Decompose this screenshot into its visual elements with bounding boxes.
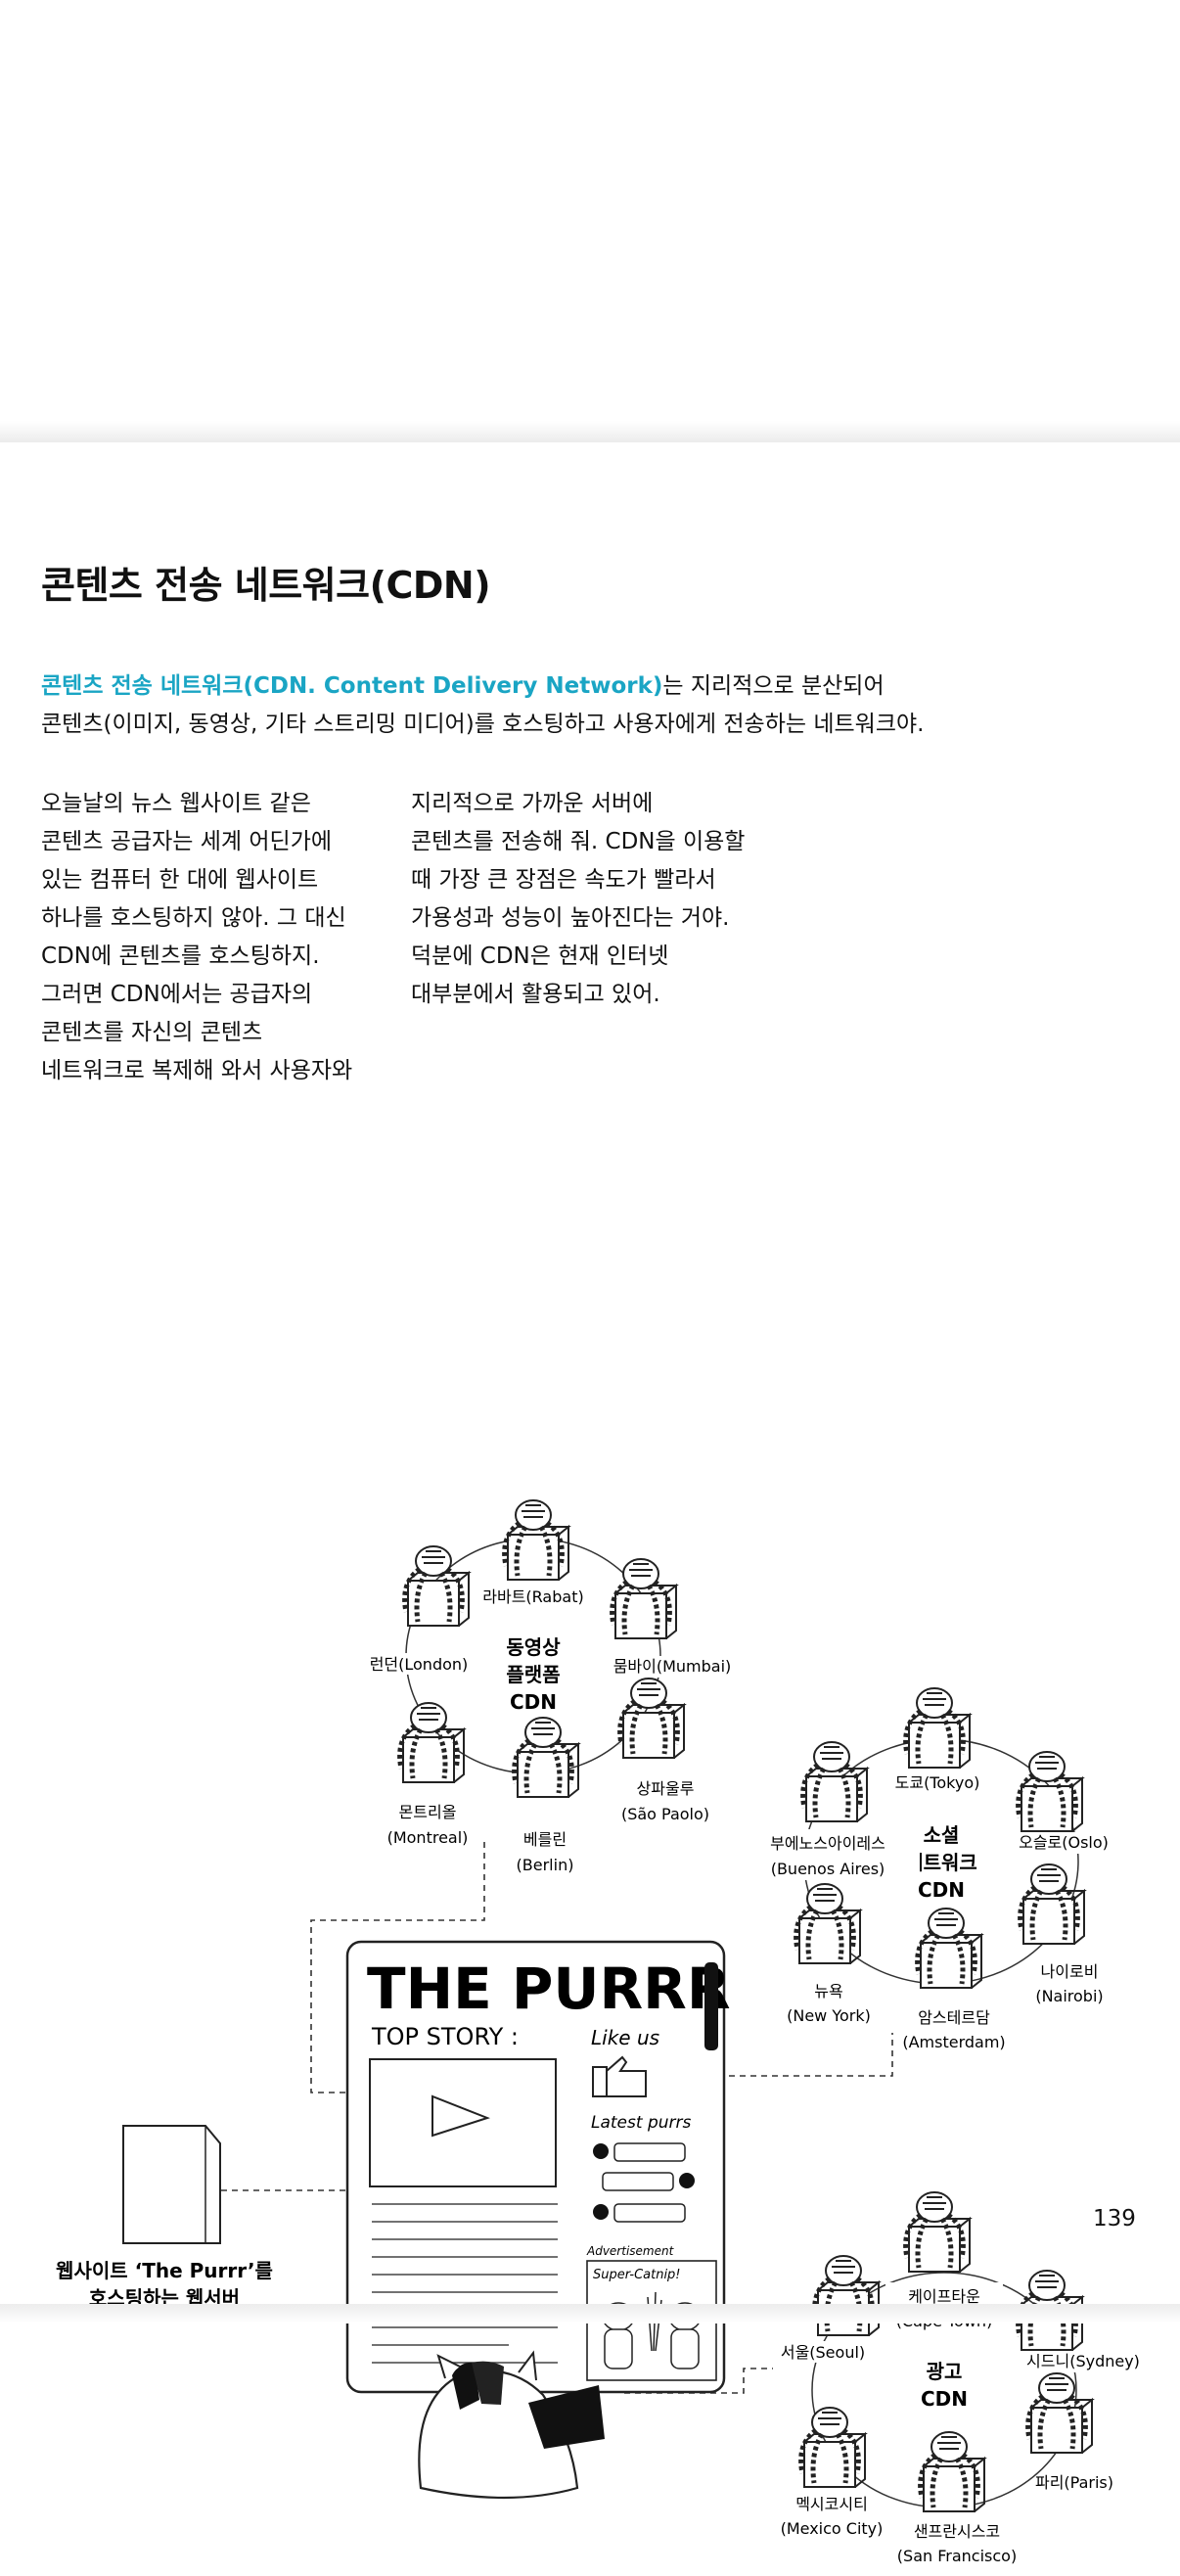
city-label-capetown: 케이프타운 (908, 2287, 980, 2306)
page-top-edge (0, 421, 1180, 442)
ad-cdn-title: CDN (921, 2387, 968, 2411)
advertisement-label: Advertisement (586, 2244, 675, 2258)
body-line: CDN에 콘텐츠를 호스팅하지. (41, 943, 320, 969)
city-label-tokyo: 도쿄(Tokyo) (895, 1773, 980, 1792)
ad-cdn-title: 광고 (927, 2360, 963, 2383)
ad-banner-text: Super-Catnip! (593, 2268, 681, 2282)
city-label-mexicocity: 멕시코시티 (795, 2495, 868, 2513)
city-label-buenosaires-en: (Buenos Aires) (771, 1860, 885, 1878)
cdn-illustration: 동영상 플랫폼 CDN 라바트(Rabat) 런던(London) 뭄바이(Mu… (56, 1049, 1147, 2565)
page-bottom-edge (0, 2304, 1180, 2323)
cdn-server-berlin (515, 1718, 578, 1797)
city-label-berlin: 베를린 (523, 1830, 567, 1849)
cdn-server-newyork (796, 1884, 860, 1963)
cdn-server-london (405, 1546, 469, 1626)
intro-line-1: 콘텐츠 전송 네트워크(CDN. Content Delivery Networ… (41, 667, 1117, 706)
cdn-term: 콘텐츠 전송 네트워크(CDN. Content Delivery Networ… (41, 673, 663, 699)
city-label-berlin-en: (Berlin) (517, 1856, 574, 1874)
webserver-label: 웹사이트 ‘The Purrr’를 (56, 2259, 273, 2282)
body-line: 오늘날의 뉴스 웹사이트 같은 (41, 791, 311, 816)
body-line: 때 가장 큰 장점은 속도가 빨라서 (411, 867, 716, 893)
city-label-montreal-en: (Montreal) (387, 1828, 469, 1847)
cdn-server-nairobi (1021, 1864, 1084, 1944)
video-cdn-title: 동영상 (506, 1635, 561, 1659)
body-line: 콘텐츠 공급자는 세계 어딘가에 (41, 829, 333, 854)
city-label-saopaolo-en: (São Paolo) (621, 1805, 709, 1823)
social-cdn-title: 소셜 (924, 1823, 960, 1847)
cdn-server-montreal (400, 1703, 464, 1782)
latest-purrs-list (593, 2142, 695, 2223)
connector-social-cdn (675, 2033, 893, 2077)
cdn-server-buenosaires (803, 1742, 867, 1821)
cdn-server-amsterdam (918, 1909, 981, 1988)
city-label-mumbai: 뭄바이(Mumbai) (613, 1657, 732, 1676)
city-label-london: 런던(London) (370, 1655, 469, 1674)
city-label-sydney: 시드니(Sydney) (1026, 2352, 1140, 2370)
body-line: 그러면 CDN에서는 공급자의 (41, 982, 313, 1007)
like-us-label: Like us (591, 2026, 659, 2049)
laptop-icon (528, 2385, 605, 2449)
page-title: 콘텐츠 전송 네트워크(CDN) (41, 564, 491, 607)
intro-paragraph: 콘텐츠 전송 네트워크(CDN. Content Delivery Networ… (41, 667, 1117, 744)
city-label-mexicocity-en: (Mexico City) (781, 2519, 884, 2538)
video-cdn-cluster: 동영상 플랫폼 CDN 라바트(Rabat) 런던(London) 뭄바이(Mu… (366, 1500, 733, 1874)
body-line: 덕분에 CDN은 현재 인터넷 (411, 943, 669, 969)
body-line: 대부분에서 활용되고 있어. (411, 982, 660, 1007)
web-server: 웹사이트 ‘The Purrr’를 호스팅하는 웹서버 (56, 2125, 273, 2310)
body-line: 콘텐츠를 전송해 줘. CDN을 이용할 (411, 829, 746, 854)
cdn-server-sanfrancisco (921, 2432, 984, 2511)
cdn-server-tokyo (906, 1688, 970, 1768)
ad-cdn-cluster: 광고 CDN 케이프타운 (Cape Town) 서울(Seoul) 시드니(S… (769, 2192, 1147, 2565)
cat-user-with-laptop (418, 2350, 605, 2500)
city-label-paris: 파리(Paris) (1035, 2473, 1113, 2492)
body-line: 지리적으로 가까운 서버에 (411, 791, 654, 816)
top-story-label: TOP STORY : (371, 2023, 519, 2050)
cdn-server-paris (1028, 2373, 1092, 2453)
cdn-server-rabat (505, 1500, 568, 1580)
cdn-server-mexicocity (801, 2408, 865, 2487)
video-cdn-title: 플랫폼 (506, 1663, 560, 1686)
city-label-rabat: 라바트(Rabat) (482, 1587, 583, 1606)
city-label-nairobi-en: (Nairobi) (1035, 1987, 1103, 2005)
cdn-server-oslo (1019, 1752, 1082, 1831)
body-line: 콘텐츠를 자신의 콘텐츠 (41, 1020, 263, 1045)
book-page: 콘텐츠 전송 네트워크(CDN) 콘텐츠 전송 네트워크(CDN. Conten… (0, 442, 1180, 2565)
body-column-left: 오늘날의 뉴스 웹사이트 같은 콘텐츠 공급자는 세계 어딘가에 있는 컴퓨터 … (41, 785, 352, 1090)
cdn-server-capetown (906, 2192, 970, 2272)
city-label-nairobi: 나이로비 (1041, 1962, 1099, 1981)
intro-line-1-rest: 는 지리적으로 분산되어 (662, 673, 885, 699)
city-label-montreal: 몬트리올 (399, 1803, 457, 1821)
body-line: 네트워크로 복제해 와서 사용자와 (41, 1058, 353, 1083)
social-cdn-title: CDN (918, 1878, 965, 1902)
page-number: 139 (1093, 2206, 1136, 2231)
city-label-seoul: 서울(Seoul) (781, 2343, 865, 2362)
play-icon (431, 2094, 490, 2138)
city-label-newyork: 뉴욕 (814, 1982, 842, 2001)
city-label-sanfrancisco-en: (San Francisco) (897, 2547, 1017, 2565)
city-label-buenosaires: 부에노스아이레스 (770, 1834, 885, 1853)
body-line: 가용성과 성능이 높아진다는 거야. (411, 905, 730, 931)
city-label-sanfrancisco: 샌프란시스코 (914, 2522, 1000, 2541)
city-label-saopaolo: 상파울루 (637, 1779, 695, 1798)
body-line: 있는 컴퓨터 한 대에 웹사이트 (41, 867, 319, 893)
latest-purrs-label: Latest purrs (591, 2113, 691, 2133)
cdn-server-saopaolo (620, 1679, 684, 1758)
social-cdn-cluster: 소셜 네트워크 CDN 도쿄(Tokyo) 오슬로(Oslo) 부에노스아이레스… (736, 1688, 1116, 2051)
body-line: 하나를 호스팅하지 않아. 그 대신 (41, 905, 346, 931)
thumbs-up-icon (592, 2055, 647, 2097)
city-label-amsterdam: 암스테르담 (918, 2008, 990, 2027)
connector-video-cdn (310, 1842, 485, 2093)
intro-line-2: 콘텐츠(이미지, 동영상, 기타 스트리밍 미디어)를 호스팅하고 사용자에게 … (41, 712, 925, 737)
newspaper-masthead: THE PURRR (367, 1955, 731, 2022)
website-the-purrr: THE PURRR TOP STORY : Like us Latest pur… (345, 1940, 731, 2394)
body-column-right: 지리적으로 가까운 서버에 콘텐츠를 전송해 줘. CDN을 이용할 때 가장 … (411, 785, 745, 1014)
city-label-oslo: 오슬로(Oslo) (1019, 1833, 1109, 1852)
scrollbar-thumb (704, 1962, 718, 2050)
video-cdn-title: CDN (510, 1690, 557, 1714)
city-label-amsterdam-en: (Amsterdam) (902, 2033, 1005, 2051)
city-label-newyork-en: (New York) (787, 2006, 871, 2025)
